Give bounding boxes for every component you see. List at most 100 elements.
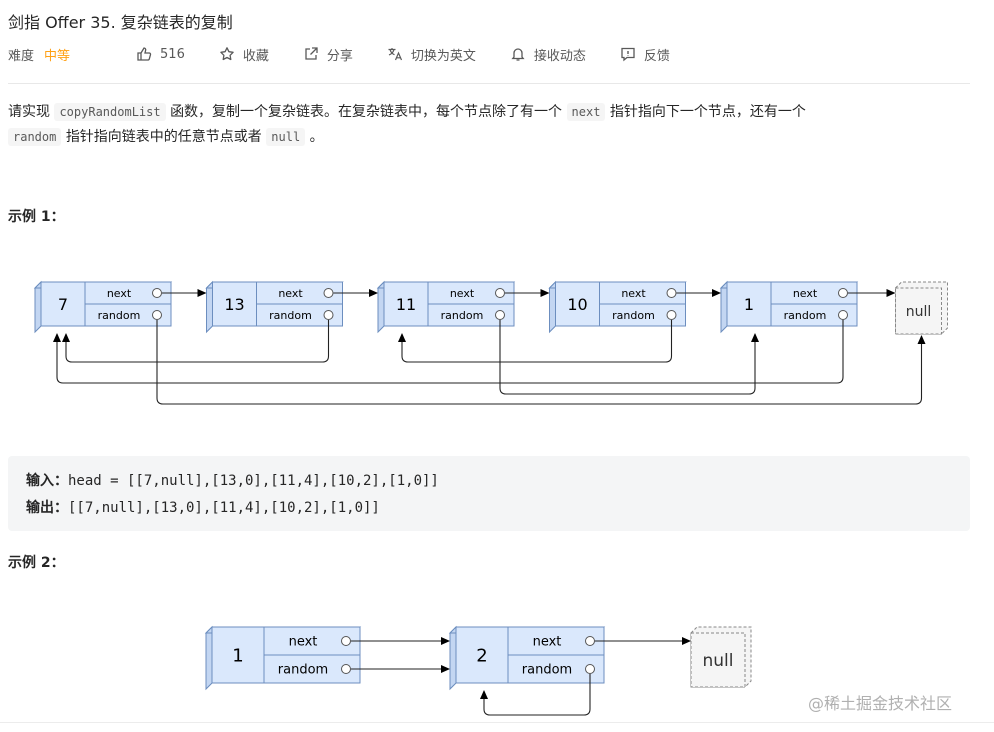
node-value-box — [555, 281, 600, 327]
difficulty-badge: 中等 — [44, 48, 71, 64]
desc-text: 指针指向链表中的任意节点或者 — [65, 129, 262, 145]
node-side-face — [34, 280, 42, 334]
share-button[interactable]: 分享 — [303, 45, 353, 64]
inline-code: next — [566, 103, 606, 121]
node-value: 11 — [396, 295, 416, 314]
page-title: 剑指 Offer 35. 复杂链表的复制 — [8, 13, 233, 32]
translate-icon — [388, 48, 402, 61]
translate-button[interactable]: 切换为英文 — [387, 45, 476, 64]
null-label: null — [703, 651, 734, 671]
node-random-label: random — [269, 309, 312, 322]
share-label: 分享 — [326, 48, 353, 64]
node-random-label: random — [278, 663, 328, 678]
subscribe-button[interactable]: 接收动态 — [510, 45, 586, 64]
node-next-port — [666, 288, 677, 298]
node-value: 13 — [224, 295, 244, 314]
star-icon — [220, 47, 234, 61]
node-random-label: random — [784, 309, 827, 322]
collect-label: 收藏 — [242, 48, 269, 64]
feedback-button[interactable]: 反馈 — [620, 45, 670, 64]
bell-icon — [511, 48, 525, 61]
node-value: 2 — [476, 645, 487, 666]
random-arrow — [480, 674, 591, 716]
header-divider — [8, 83, 970, 84]
feedback-label: 反馈 — [643, 48, 670, 64]
node-side-face — [449, 625, 457, 691]
node-next-label: next — [621, 287, 646, 300]
node-random-port — [585, 664, 595, 674]
node-random-port — [323, 310, 334, 320]
collect-button[interactable]: 收藏 — [219, 45, 269, 64]
bottom-divider — [0, 722, 994, 723]
node-next-port — [585, 636, 595, 646]
node-random-port — [666, 310, 677, 320]
example-2-title: 示例 2： — [8, 555, 65, 571]
node-random-box — [256, 303, 343, 327]
node-value-box — [383, 281, 429, 327]
node-side-face — [720, 280, 728, 334]
null-label: null — [906, 304, 932, 320]
input-value: head = [[7,null],[13,0],[11,4],[10,2],[1… — [68, 473, 439, 489]
example-2-diagram: 1 next random 2 next random null — [204, 625, 752, 716]
node-random-box — [599, 303, 686, 327]
thumbs-up-icon — [137, 47, 152, 61]
node-value-box — [455, 626, 509, 684]
null-node-face — [690, 632, 746, 688]
random-arrow — [398, 320, 673, 363]
inline-code: null — [266, 128, 306, 146]
node-random-box — [427, 303, 515, 327]
output-line: 输出：[[7,null],[13,0],[11,4],[10,2],[1,0]] — [26, 497, 380, 517]
watermark: @稀土掘金技术社区 — [808, 694, 953, 713]
node-side-face — [206, 280, 213, 334]
inline-code: copyRandomList — [54, 103, 166, 121]
node-random-box — [770, 303, 858, 327]
node-random-box — [84, 303, 172, 327]
desc-text: 请实现 — [8, 104, 50, 120]
example-1-title: 示例 1： — [8, 209, 65, 225]
difficulty-label: 难度 — [8, 48, 35, 64]
example-1-io: 输入：head = [[7,null],[13,0],[11,4],[10,2]… — [8, 456, 970, 531]
node-random-label: random — [441, 309, 484, 322]
random-arrow — [53, 320, 844, 384]
node-next-label: next — [107, 287, 132, 300]
node-random-port — [838, 310, 848, 320]
node-next-port — [495, 288, 505, 298]
translate-label: 切换为英文 — [410, 48, 476, 64]
node-random-port — [341, 664, 351, 674]
node-random-label: random — [612, 309, 655, 322]
desc-text: 。 — [309, 129, 324, 145]
node-value: 1 — [744, 295, 754, 314]
node-value: 7 — [58, 295, 68, 314]
node-random-label: random — [522, 663, 572, 678]
node-random-label: random — [98, 309, 141, 322]
node-value-box — [212, 281, 257, 327]
input-line: 输入：head = [[7,null],[13,0],[11,4],[10,2]… — [26, 470, 439, 490]
node-next-label: next — [793, 287, 818, 300]
random-arrow — [156, 320, 926, 405]
share-icon — [305, 47, 318, 60]
feedback-icon — [621, 47, 635, 62]
node-side-face — [205, 625, 213, 691]
node-random-port — [152, 310, 162, 320]
node-next-port — [152, 288, 162, 298]
problem-description: 请实现 copyRandomList 函数，复制一个复杂链表。在复杂链表中，每个… — [8, 100, 968, 150]
random-arrow — [499, 320, 759, 395]
desc-text: 指针指向下一个节点，还有一个 — [609, 104, 806, 120]
random-arrow — [62, 320, 330, 363]
inline-code: random — [8, 128, 62, 146]
node-random-port — [495, 310, 505, 320]
desc-text: 函数，复制一个复杂链表。在复杂链表中，每个节点除了有一个 — [170, 104, 563, 120]
problem-meta-bar: 难度 中等 516 收藏 分享 切换为英文 接收动态 反馈 — [8, 44, 704, 64]
node-next-port — [341, 636, 351, 646]
output-value: [[7,null],[13,0],[11,4],[10,2],[1,0]] — [68, 500, 380, 516]
node-next-label: next — [289, 635, 318, 650]
like-count: 516 — [160, 46, 185, 62]
like-button[interactable]: 516 — [136, 46, 185, 62]
node-next-port — [838, 288, 848, 298]
node-value: 1 — [232, 645, 243, 666]
node-side-face — [377, 280, 385, 334]
node-next-label: next — [278, 287, 303, 300]
node-next-label: next — [450, 287, 475, 300]
null-node-face — [895, 287, 942, 335]
node-next-label: next — [533, 635, 562, 650]
